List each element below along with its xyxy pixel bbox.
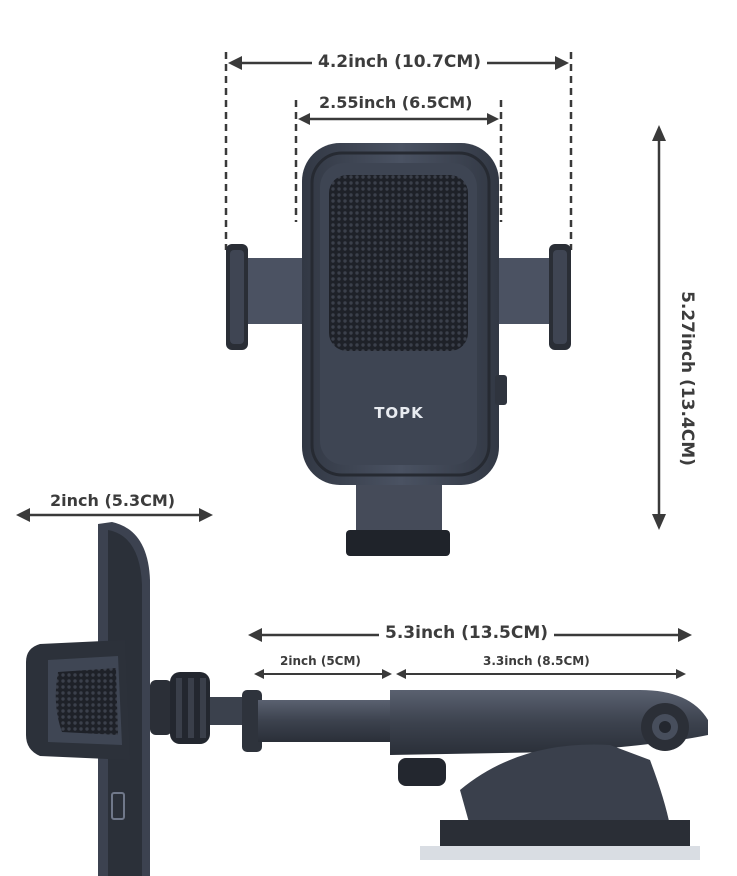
arm-extension-label: 2inch (5CM) [276, 655, 365, 667]
arm-total-label: 5.3inch (13.5CM) [379, 625, 555, 642]
arm-base-dimension [396, 669, 686, 679]
side-view-holder [26, 522, 244, 876]
outer-width-label: 4.2inch (10.7CM) [312, 54, 488, 71]
depth-label: 2inch (5.3CM) [44, 493, 182, 509]
height-label: 5.27inch (13.4CM) [677, 285, 697, 472]
telescopic-arm [242, 690, 708, 860]
depth-dimension [16, 508, 213, 522]
front-view-holder [226, 143, 571, 556]
arm-extension-dimension [254, 669, 392, 679]
inner-width-dimension [294, 100, 503, 222]
height-dimension [652, 125, 666, 530]
inner-width-label: 2.55inch (6.5CM) [313, 95, 479, 111]
arm-base-label: 3.3inch (8.5CM) [479, 655, 594, 667]
brand-logo: TOPK [374, 404, 424, 422]
